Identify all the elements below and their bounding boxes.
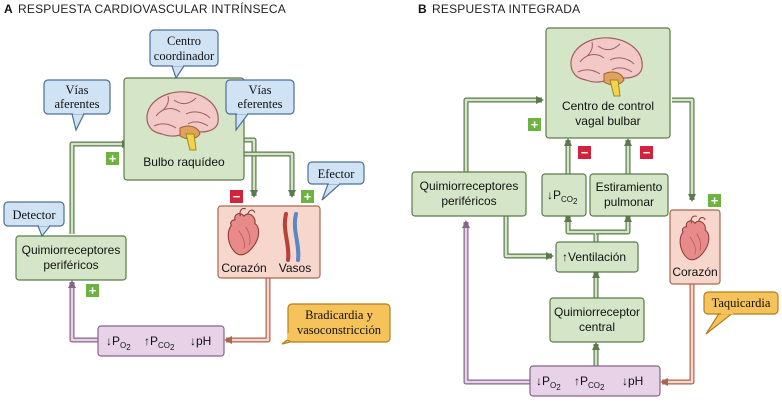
coordinator-callout-line1: Centro <box>167 34 201 48</box>
svg-text:−: − <box>643 145 651 160</box>
efferent-callout-line2: eferentes <box>237 97 282 111</box>
coordinator-callout-line2: coordinador <box>154 49 215 63</box>
ventilation-node <box>555 241 639 273</box>
heart-label: Corazón <box>221 261 266 275</box>
heart-b-label: Corazón <box>672 265 717 279</box>
pco2-low-node <box>541 173 587 217</box>
tachycardia-callout: Taquicardia <box>703 291 779 335</box>
vessels-icon <box>282 212 301 262</box>
ventilation-label: ↑Ventilación <box>562 250 626 264</box>
plus-sign-detector: + <box>86 283 99 298</box>
chemoreceptors-to-ventilation-arrow <box>503 216 552 259</box>
efferent-callout: Vías eferentes <box>225 79 295 132</box>
chemoreceptors-b-label-1: Quimiorreceptores <box>420 179 519 193</box>
coordinator-callout: Centro coordinador <box>149 29 219 80</box>
central-chemoreceptor-node <box>549 297 645 343</box>
svg-text:+: + <box>89 283 97 298</box>
panel-b: B RESPUESTA INTEGRADA <box>411 2 779 397</box>
afferent-callout-line2: aferentes <box>54 97 99 111</box>
svg-text:−: − <box>233 189 241 204</box>
afferent-pathway-arrow <box>69 141 128 234</box>
stretch-label-2: pulmonar <box>604 195 654 209</box>
effector-callout-text: Efector <box>318 167 356 181</box>
chemoreceptors-b-label-2: periféricos <box>441 194 496 208</box>
minus-sign-pco2: − <box>578 145 591 160</box>
central-chemoreceptor-label-1: Quimiorreceptor <box>554 305 640 319</box>
panel-b-title: RESPUESTA INTEGRADA <box>432 2 580 16</box>
ventilation-to-stretch-arrow <box>596 216 631 235</box>
medulla-label: Bulbo raquídeo <box>143 155 225 169</box>
blood-gases-node <box>97 325 225 357</box>
plus-sign-center: + <box>528 117 541 132</box>
svg-text:+: + <box>711 193 719 208</box>
afferent-callout-line1: Vías <box>66 83 89 97</box>
efferent-to-vessels-arrow <box>244 151 295 196</box>
chemoreceptors-node <box>15 235 127 281</box>
efferent-callout-line1: Vías <box>249 83 272 97</box>
efferent-to-heart-arrow <box>244 137 257 196</box>
svg-text:+: + <box>531 117 539 132</box>
ventilation-to-pco2-arrow <box>565 216 599 242</box>
minus-sign-heart: − <box>230 189 243 204</box>
effector-to-gases-arrow <box>226 278 271 343</box>
plus-sign-heart: + <box>708 193 721 208</box>
central-chemoreceptor-label-2: central <box>579 320 615 334</box>
vagal-center-label-1: Centro de control <box>562 99 654 113</box>
gases-to-chemoreceptors-b-arrow <box>463 222 530 385</box>
chemoreceptors-label-2: periféricos <box>43 258 98 272</box>
svg-text:+: + <box>109 151 117 166</box>
panel-a-letter: A <box>4 2 13 16</box>
vessels-label: Vasos <box>279 261 311 275</box>
panel-a: A RESPUESTA CARDIOVASCULAR INTRÍNSECA Bu… <box>3 1 391 357</box>
afferent-callout: Vías aferentes <box>43 79 111 132</box>
svg-text:−: − <box>581 145 589 160</box>
effector-callout: Efector <box>307 161 365 201</box>
panel-b-letter: B <box>418 2 427 16</box>
heart-to-gases-arrow <box>662 284 695 385</box>
blood-gases-readout: ↓PO2 ↑PCO2 ↓pH <box>106 334 211 353</box>
minus-sign-stretch: − <box>640 145 653 160</box>
svg-text:+: + <box>304 189 312 204</box>
blood-gases-b-node <box>529 365 661 397</box>
center-to-heart-arrow <box>672 97 695 200</box>
detector-callout-text: Detector <box>12 208 56 222</box>
panel-a-title: RESPUESTA CARDIOVASCULAR INTRÍNSECA <box>18 1 286 16</box>
vagal-center-label-2: vagal bulbar <box>575 114 640 128</box>
bradycardia-callout-line1: Bradicardia y <box>305 308 373 322</box>
chemoreceptors-b-node <box>411 171 527 217</box>
blood-gases-b-readout: ↓PO2 ↑PCO2 ↓pH <box>536 374 643 393</box>
pco2-low-label: ↓PCO2 <box>547 188 578 206</box>
bradycardia-callout-line2: vasoconstricción <box>297 323 382 337</box>
stretch-node <box>589 173 669 217</box>
chemoreceptors-label-1: Quimiorreceptores <box>22 243 121 257</box>
plus-sign-vessels: + <box>301 189 314 204</box>
stretch-label-1: Estiramiento <box>596 180 663 194</box>
tachycardia-callout-text: Taquicardia <box>712 296 771 310</box>
plus-sign-afferent: + <box>106 151 119 166</box>
detector-callout: Detector <box>3 201 65 238</box>
chemoreceptors-to-center-arrow <box>463 97 542 172</box>
bradycardia-callout: Bradicardia y vasoconstricción <box>281 303 391 345</box>
